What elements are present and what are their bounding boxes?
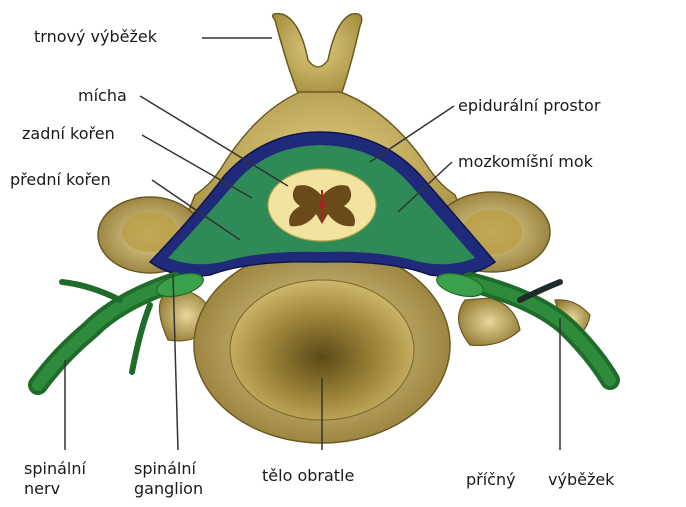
- label-spinal-cord: mícha: [78, 86, 127, 106]
- label-spinal-nerve-line1: spinální: [24, 459, 86, 479]
- label-vertebral-body: tělo obratle: [262, 466, 354, 486]
- label-spinal-ganglion: spinální ganglion: [134, 459, 203, 499]
- label-spinal-ganglion-line1: spinální: [134, 459, 203, 479]
- label-spinous-process: trnový výběžek: [34, 27, 157, 47]
- label-spinal-nerve: spinální nerv: [24, 459, 86, 499]
- label-csf: mozkomíšní mok: [458, 152, 593, 172]
- label-spinal-nerve-line2: nerv: [24, 479, 86, 499]
- label-ventral-root: přední kořen: [10, 170, 111, 190]
- label-transverse-2: výběžek: [548, 470, 614, 490]
- label-epidural-space: epidurální prostor: [458, 96, 600, 116]
- label-spinal-ganglion-line2: ganglion: [134, 479, 203, 499]
- spinous-process: [273, 14, 362, 98]
- label-transverse-1: příčný: [466, 470, 516, 490]
- label-dorsal-root: zadní kořen: [22, 124, 115, 144]
- left-spinal-nerve: [38, 282, 175, 385]
